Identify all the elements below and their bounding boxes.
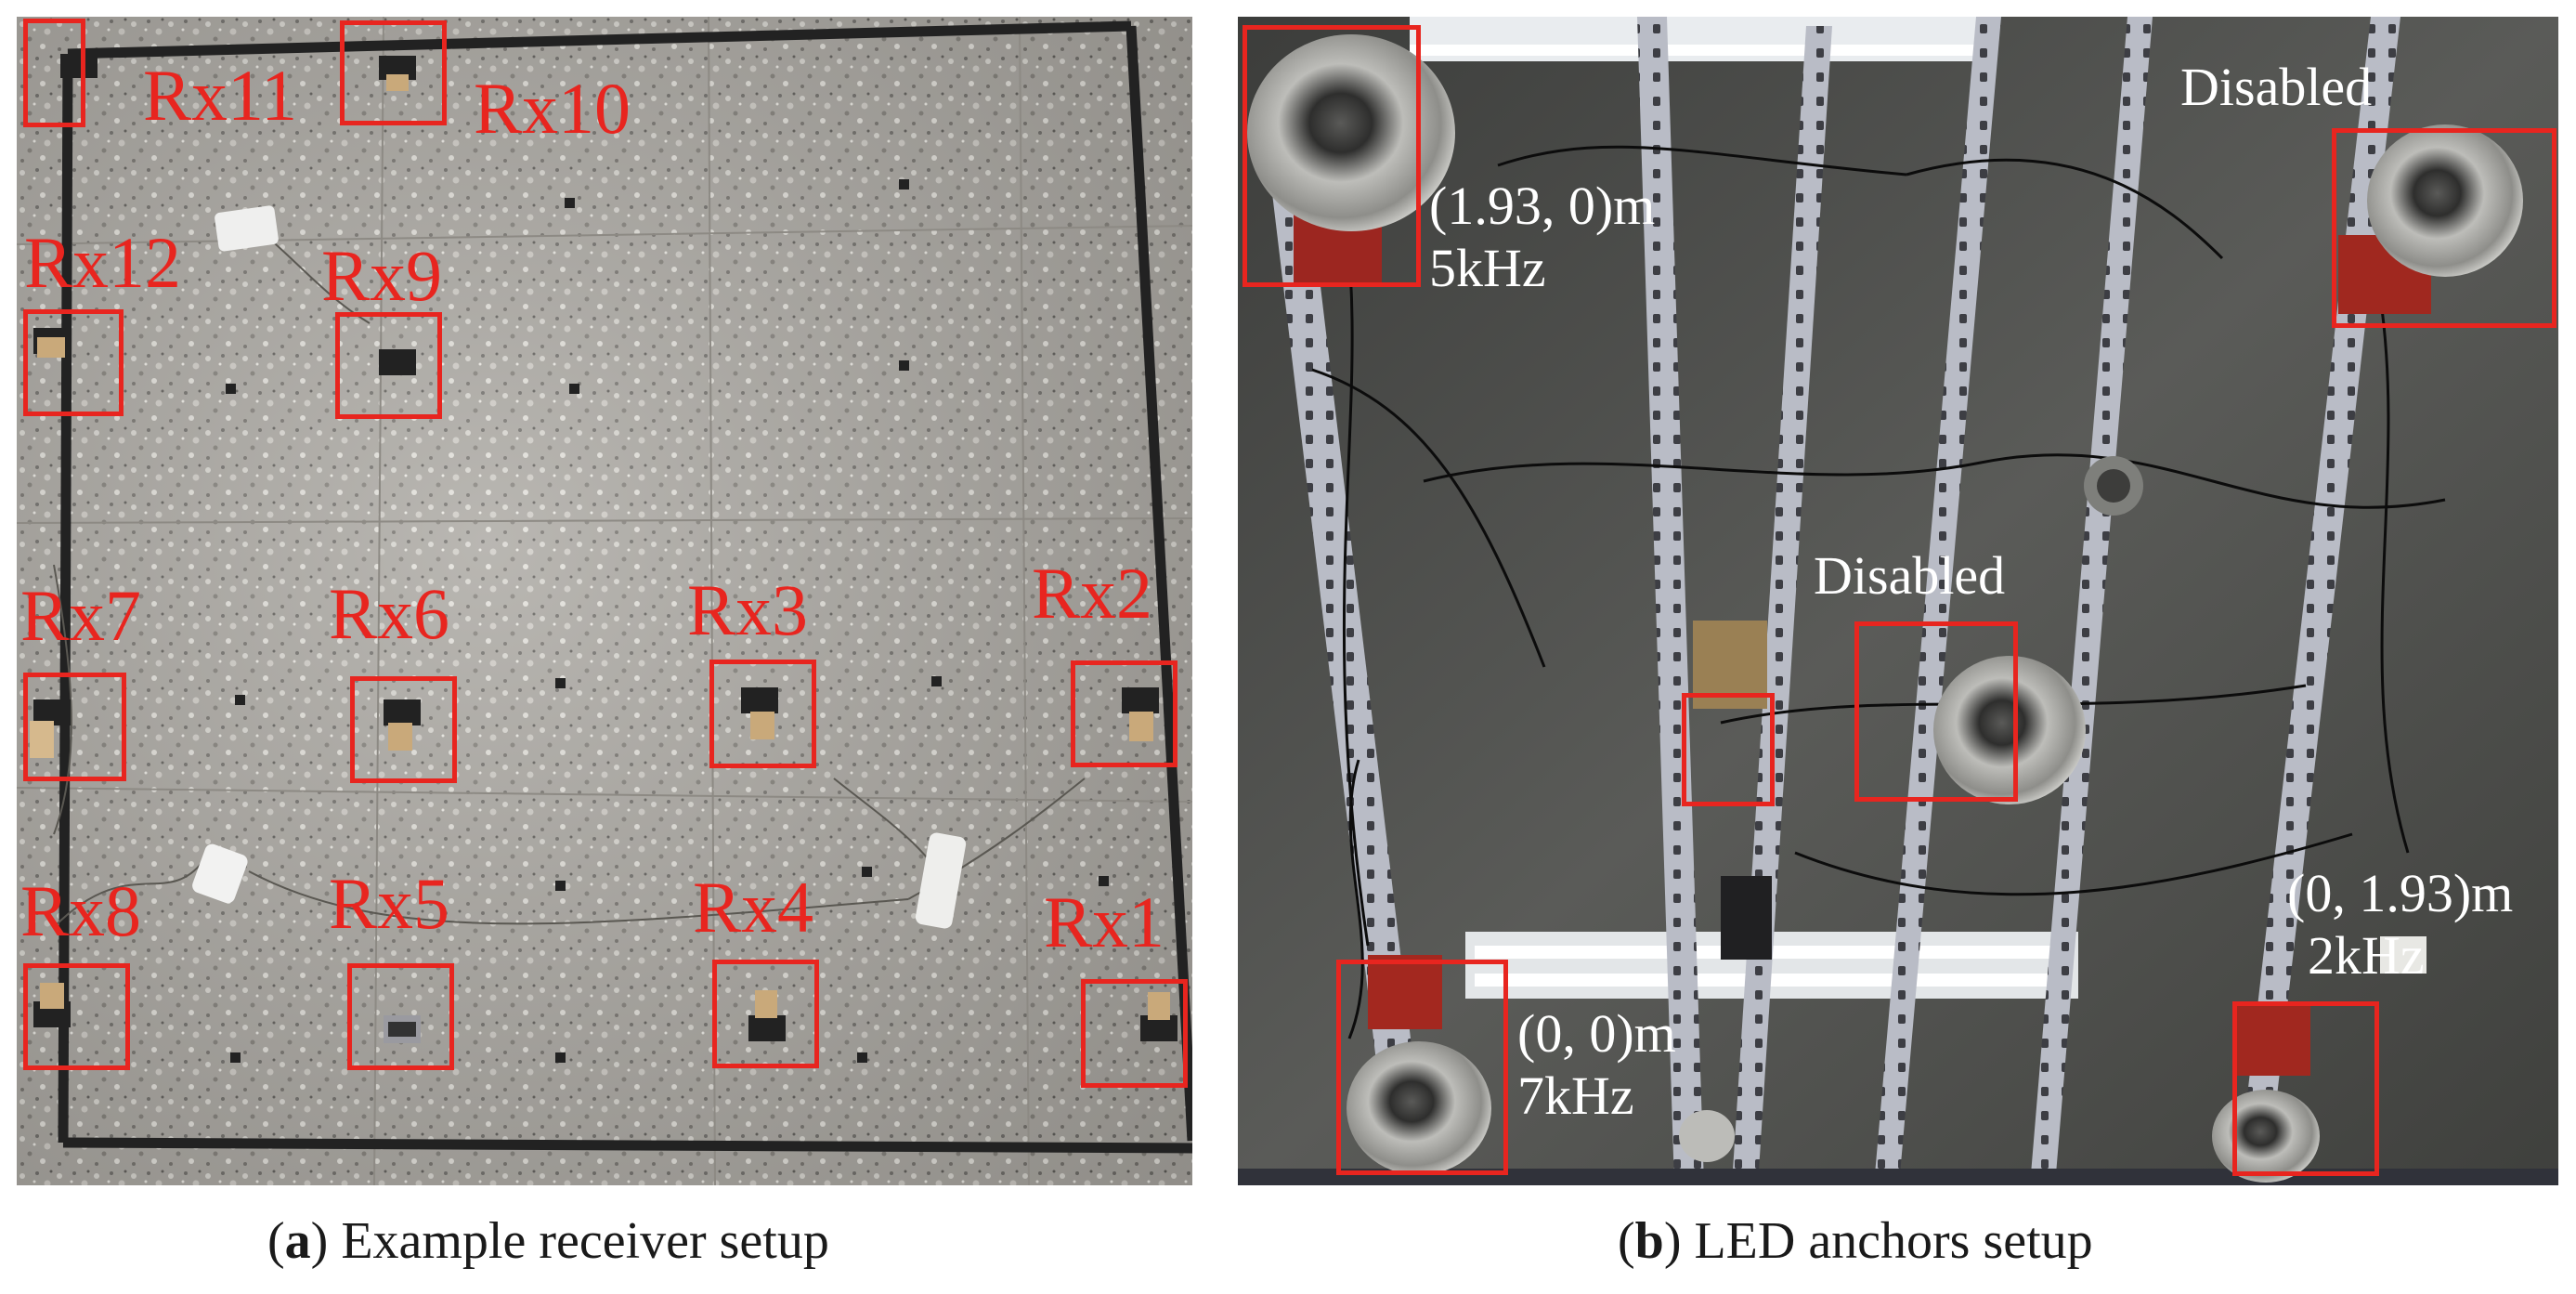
rx2-box: [1071, 660, 1177, 767]
rx6-box: [350, 676, 457, 783]
anchor-top-right-box: [2332, 128, 2556, 328]
anchor-bottom-right-coord: (0, 1.93)m: [2287, 863, 2514, 923]
anchor-top-right-status: Disabled: [2180, 57, 2373, 117]
rx6-label: Rx6: [329, 573, 450, 654]
anchor-bottom-left-label: (0, 0)m 7kHz: [1517, 1002, 1676, 1128]
anchor-bottom-right-label: (0, 1.93)m 2kHz: [2287, 862, 2513, 987]
caption-a-letter: a: [284, 1212, 311, 1270]
rx2-label: Rx2: [1032, 553, 1153, 634]
anchor-top-left-label: (1.93, 0)m 5kHz: [1429, 175, 1655, 300]
receiver-setup-photo: Rx11 Rx10 Rx12 Rx9 Rx7 Rx6 Rx3 Rx2 Rx8 R…: [17, 17, 1192, 1185]
rx9-box: [335, 312, 442, 419]
rx4-label: Rx4: [693, 867, 814, 948]
rx10-box: [340, 20, 447, 125]
rx7-box: [23, 673, 126, 781]
caption-b: (b) LED anchors setup: [1618, 1212, 2093, 1270]
rx7-label: Rx7: [20, 575, 142, 656]
anchor-center-box: [1854, 621, 2018, 802]
caption-a: (a) Example receiver setup: [267, 1212, 829, 1270]
rx11-box: [23, 19, 85, 127]
rx12-box: [23, 309, 124, 416]
anchor-top-left-freq: 5kHz: [1429, 238, 1546, 299]
rx5-box: [347, 963, 454, 1070]
rx3-label: Rx3: [687, 569, 809, 650]
led-anchors-photo: (1.93, 0)m 5kHz Disabled Disabled (0, 0)…: [1238, 17, 2558, 1185]
caption-a-text: Example receiver setup: [341, 1212, 829, 1270]
anchor-top-left-coord: (1.93, 0)m: [1429, 176, 1656, 236]
rx9-label: Rx9: [321, 235, 443, 316]
caption-b-text: LED anchors setup: [1694, 1212, 2093, 1270]
anchor-top-left-box: [1242, 25, 1421, 287]
caption-b-letter: b: [1634, 1212, 1664, 1270]
anchor-bottom-left-box: [1336, 960, 1508, 1175]
anchor-bottom-left-coord: (0, 0)m: [1517, 1003, 1676, 1064]
floor-photo: [17, 17, 1192, 1185]
rx12-label: Rx12: [24, 222, 182, 303]
anchor-center-status: Disabled: [1814, 545, 2006, 606]
rx4-box: [712, 960, 819, 1068]
rx5-label: Rx5: [329, 863, 450, 944]
rx8-label: Rx8: [20, 870, 142, 951]
rx8-box: [23, 963, 130, 1070]
rx1-label: Rx1: [1044, 882, 1165, 962]
anchor-bottom-left-freq: 7kHz: [1517, 1065, 1634, 1127]
anchor-bottom-right-freq: 2kHz: [2308, 925, 2425, 987]
ceiling-photo: [1238, 17, 2558, 1185]
anchor-center-inner-box: [1682, 693, 1775, 806]
rx1-box: [1081, 979, 1188, 1088]
rx3-box: [709, 660, 816, 768]
rx10-label: Rx10: [474, 68, 631, 149]
rx11-label: Rx11: [143, 55, 298, 136]
anchor-bottom-right-box: [2232, 1001, 2379, 1176]
